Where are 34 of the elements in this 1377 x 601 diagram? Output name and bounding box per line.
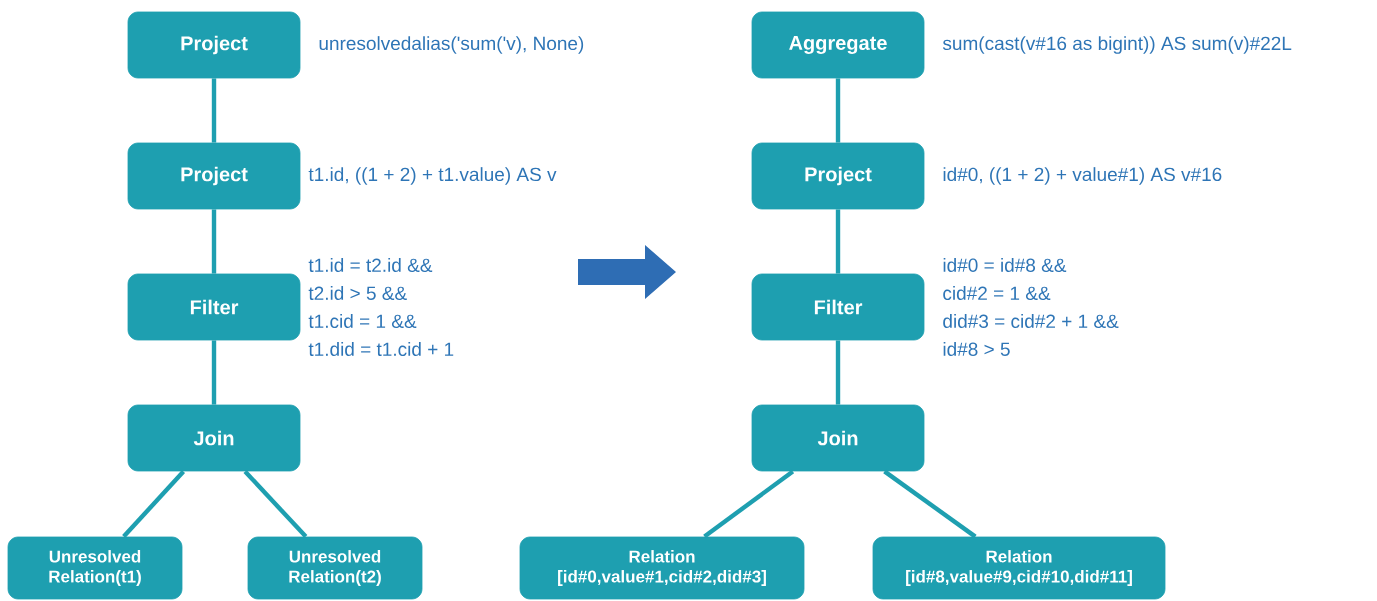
connector-line xyxy=(211,209,217,274)
expression-text: id#8 > 5 xyxy=(943,342,1010,356)
connector-line xyxy=(703,469,795,539)
expression-text: t1.id = t2.id && xyxy=(308,258,433,272)
expression-text: unresolvedalias('sum('v), None) xyxy=(319,36,584,54)
process-box: Relation [id#8,value#9,cid#10,did#11] xyxy=(872,536,1166,600)
process-box: Relation [id#0,value#1,cid#2,did#3] xyxy=(519,536,805,600)
expression-text: t1.id, ((1 + 2) + t1.value) AS v xyxy=(308,167,557,185)
expression-text: cid#2 = 1 && xyxy=(943,286,1051,300)
process-box: Join xyxy=(751,404,925,472)
expression-text: id#0 = id#8 && xyxy=(943,258,1067,272)
process-box: Unresolved Relation(t2) xyxy=(247,536,423,600)
process-box: Project xyxy=(751,142,925,210)
process-box: Project xyxy=(127,11,301,79)
expression-text: id#0, ((1 + 2) + value#1) AS v#16 xyxy=(943,167,1222,185)
process-box: Aggregate xyxy=(751,11,925,79)
connector-line xyxy=(883,469,977,539)
connector-line xyxy=(211,340,217,405)
connector-line xyxy=(835,209,841,274)
process-box: Filter xyxy=(751,273,925,341)
expression-text: t1.cid = 1 && xyxy=(308,314,417,328)
expression-text: t2.id > 5 && xyxy=(308,286,407,300)
process-box: Project xyxy=(127,142,301,210)
connector-line xyxy=(211,78,217,143)
expression-text: sum(cast(v#16 as bigint)) AS sum(v)#22L xyxy=(942,36,1292,54)
connector-line xyxy=(122,469,186,539)
expression-text: t1.did = t1.cid + 1 xyxy=(308,342,454,356)
process-box: Unresolved Relation(t1) xyxy=(7,536,183,600)
process-box: Filter xyxy=(127,273,301,341)
expression-text: did#3 = cid#2 + 1 && xyxy=(943,314,1119,328)
connector-line xyxy=(243,469,308,539)
connector-line xyxy=(835,78,841,143)
process-box: Join xyxy=(127,404,301,472)
connector-line xyxy=(835,340,841,405)
